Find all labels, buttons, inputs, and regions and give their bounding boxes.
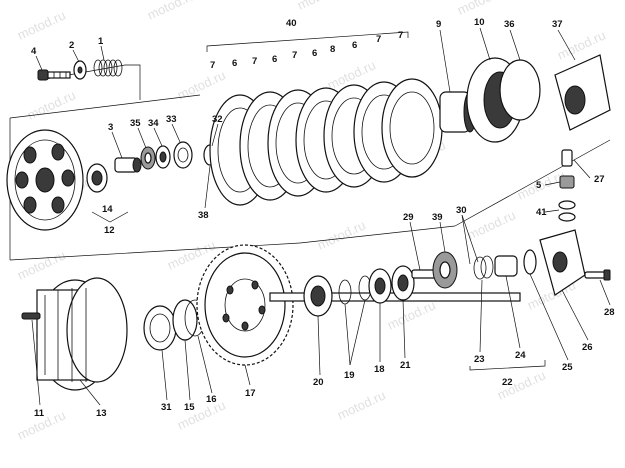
label-21: 21 xyxy=(400,360,411,371)
bolt-28 xyxy=(584,269,611,281)
seal-25 xyxy=(523,249,537,275)
label-7d: 7 xyxy=(376,34,381,45)
slave-cylinder-26 xyxy=(539,229,586,296)
label-36: 36 xyxy=(504,19,515,30)
label-17: 17 xyxy=(245,388,256,399)
pressure-plate-12 xyxy=(6,129,84,231)
label-9: 9 xyxy=(436,19,441,30)
bearing-21 xyxy=(391,265,415,301)
label-10: 10 xyxy=(474,17,485,28)
label-24: 24 xyxy=(515,350,526,361)
watermark-text: motod.ru xyxy=(175,397,228,432)
label-41: 41 xyxy=(536,207,547,218)
label-29: 29 xyxy=(403,212,414,223)
label-28: 28 xyxy=(604,307,615,318)
piston-24 xyxy=(494,255,518,277)
watermark-text: motod.ru xyxy=(315,217,368,252)
bolt-4 xyxy=(37,69,71,81)
fitting-5 xyxy=(559,175,575,189)
spring-23 xyxy=(473,255,494,280)
watermark-text: motod.ru xyxy=(15,7,68,42)
plate-stack-40 xyxy=(209,78,443,206)
washers-41 xyxy=(558,200,576,222)
label-20: 20 xyxy=(313,377,324,388)
label-7a: 7 xyxy=(210,60,215,71)
label-38: 38 xyxy=(198,210,209,221)
label-13: 13 xyxy=(96,408,107,419)
label-15: 15 xyxy=(184,402,195,413)
watermark-text: motod.ru xyxy=(465,207,518,242)
spring-1 xyxy=(93,59,123,77)
label-37: 37 xyxy=(552,19,563,30)
watermark-text: motod.ru xyxy=(25,87,78,122)
label-11: 11 xyxy=(34,408,45,419)
label-33: 33 xyxy=(166,114,177,125)
label-32: 32 xyxy=(212,114,223,125)
label-31: 31 xyxy=(161,402,172,413)
clutch-basket-10 xyxy=(466,57,541,143)
label-16: 16 xyxy=(206,394,217,405)
gear-17 xyxy=(196,244,294,366)
label-5: 5 xyxy=(536,180,542,191)
part-labels: 1 2 3 4 5 6 6 6 6 7 7 7 7 7 8 9 10 11 12… xyxy=(31,17,615,419)
label-7c: 7 xyxy=(292,50,297,61)
label-6d: 6 xyxy=(352,40,357,51)
label-7b: 7 xyxy=(252,56,257,67)
nut-35 xyxy=(140,146,156,170)
label-35: 35 xyxy=(130,118,141,129)
label-6a: 6 xyxy=(232,58,237,69)
pin-11 xyxy=(21,312,41,320)
label-25: 25 xyxy=(562,362,573,373)
label-27: 27 xyxy=(594,174,605,185)
watermark-text: motod.ru xyxy=(385,297,438,332)
label-7e: 7 xyxy=(398,30,403,41)
watermark-text: motod.ru xyxy=(15,247,68,282)
bearing-18 xyxy=(368,268,392,304)
watermark-text: motod.ru xyxy=(295,0,348,13)
label-6c: 6 xyxy=(312,48,317,59)
label-1: 1 xyxy=(98,36,104,47)
washer-34 xyxy=(155,145,171,169)
sleeve-31 xyxy=(143,305,177,351)
label-14: 14 xyxy=(102,204,113,215)
label-18: 18 xyxy=(374,364,385,375)
washer-2 xyxy=(73,60,87,80)
label-34: 34 xyxy=(148,118,159,129)
label-6b: 6 xyxy=(272,54,277,65)
label-23: 23 xyxy=(474,354,485,365)
label-4: 4 xyxy=(31,46,37,57)
label-8: 8 xyxy=(330,44,335,55)
fitting-27 xyxy=(561,149,573,167)
cover-37 xyxy=(554,54,611,131)
watermark-text: motod.ru xyxy=(145,0,198,23)
bearing-14 xyxy=(86,163,108,193)
pushrod-3 xyxy=(114,157,142,173)
watermark-text: motod.ru xyxy=(335,387,388,422)
leader-lines xyxy=(31,27,611,406)
label-39: 39 xyxy=(432,212,443,223)
label-30: 30 xyxy=(456,205,467,216)
seal-39 xyxy=(432,251,458,289)
label-2: 2 xyxy=(69,40,74,51)
label-19: 19 xyxy=(344,370,355,381)
label-22: 22 xyxy=(502,377,513,388)
bearing-20 xyxy=(303,275,333,317)
watermark-text: motod.ru xyxy=(455,0,508,18)
outer-basket-13 xyxy=(36,277,128,391)
label-3: 3 xyxy=(108,122,113,133)
washer-33 xyxy=(173,141,193,169)
label-12: 12 xyxy=(104,225,115,236)
label-40: 40 xyxy=(286,18,297,29)
label-26: 26 xyxy=(582,342,593,353)
